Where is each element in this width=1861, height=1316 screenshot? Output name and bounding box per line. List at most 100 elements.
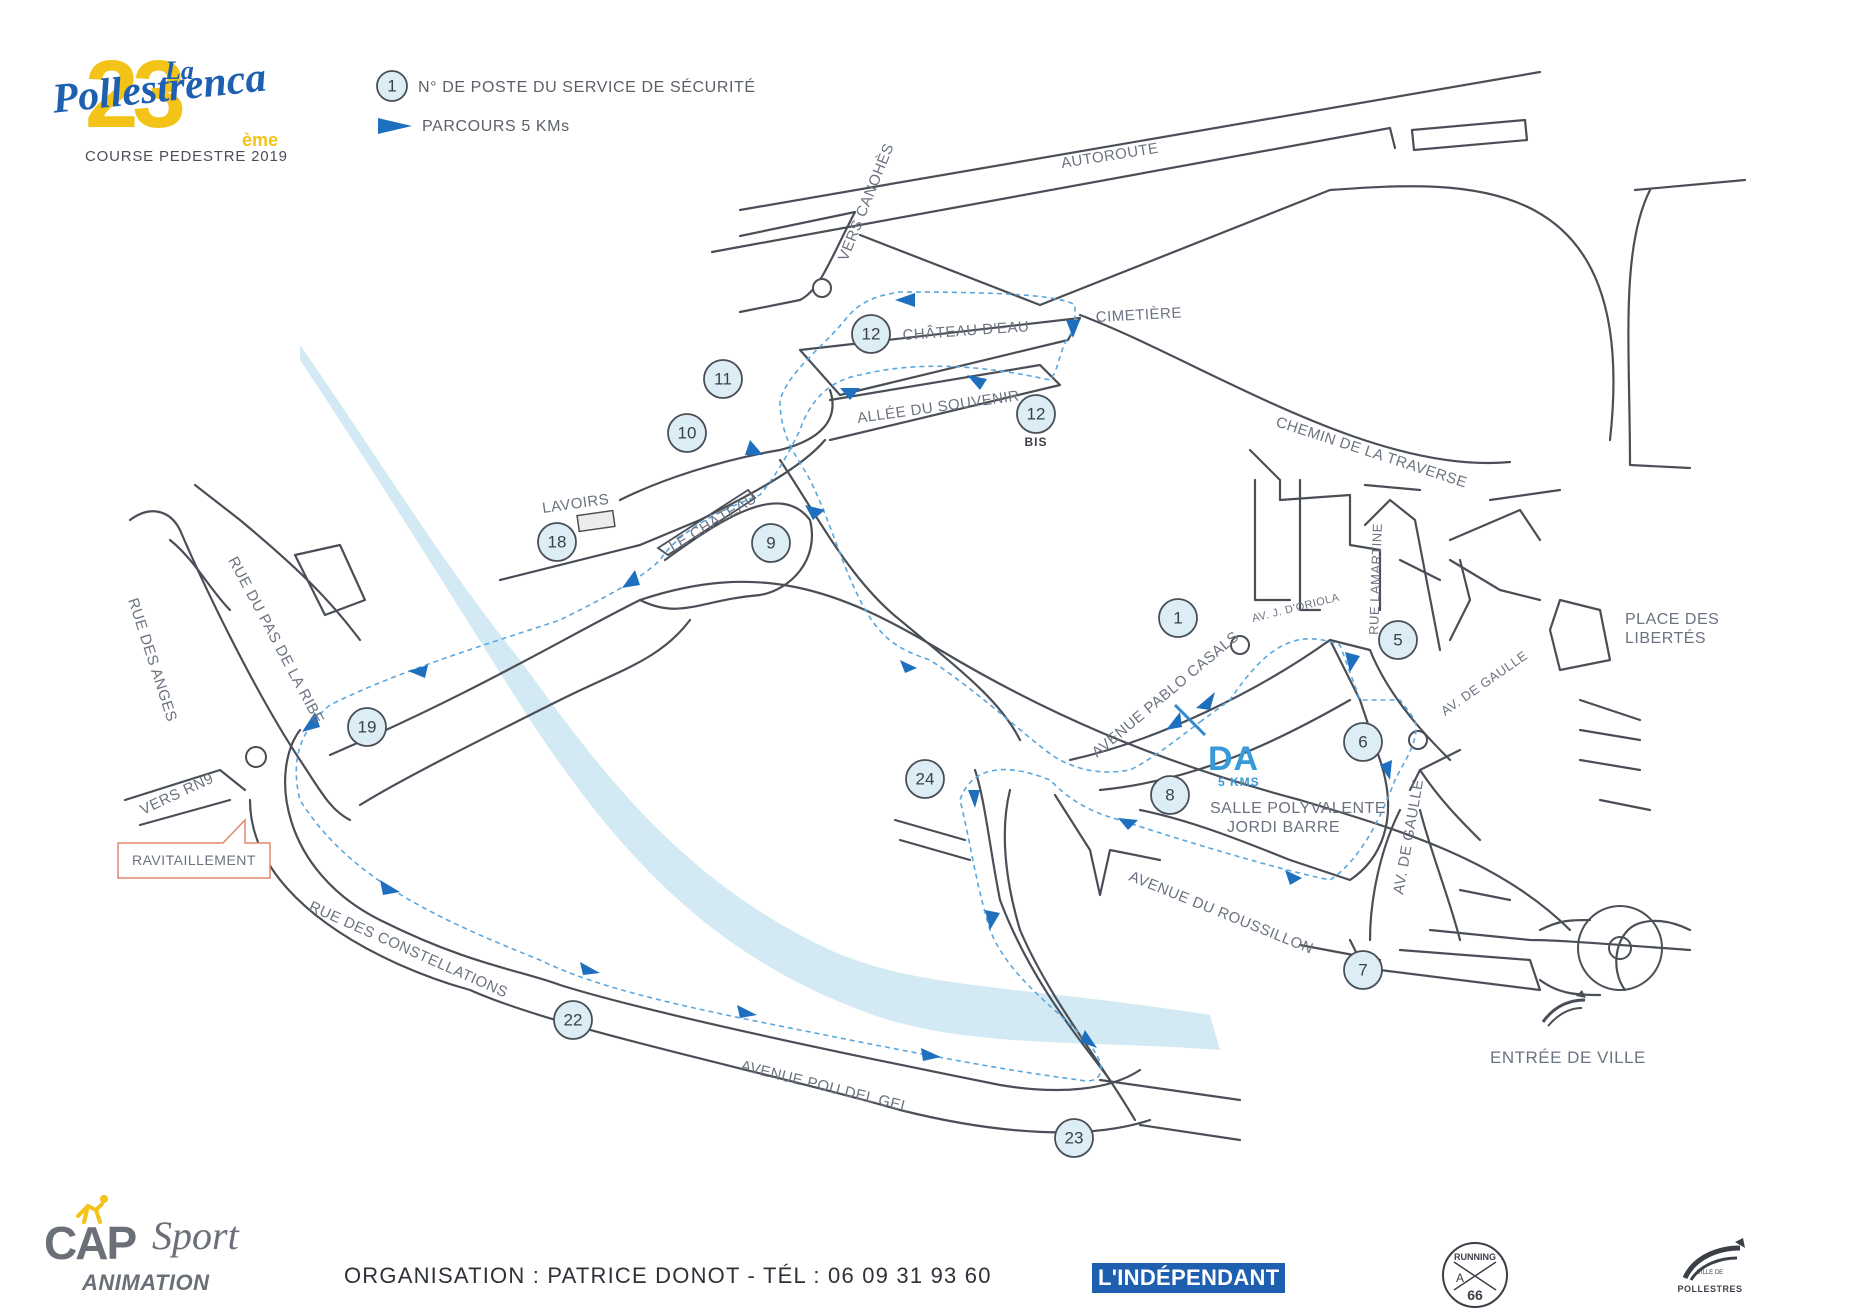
route-arrow [900,660,917,673]
security-post-number: 12 [862,325,881,344]
roundabout-entree-outer [1577,905,1663,991]
street-av-de-gaulle-lower: AV. DE GAULLE [1390,778,1427,896]
sport-logo-text: Sport [152,1213,239,1258]
security-post-11: 11 [703,359,743,399]
edition-ordinal: ème [242,130,279,150]
route-arrow [737,1005,757,1018]
legend-post-number: 1 [387,77,396,96]
cap-logo-text: CAP [44,1217,137,1269]
running-letter: A [1456,1271,1464,1285]
ville-de-text: VILLE DE [1697,1270,1723,1276]
route-arrow [1066,320,1080,338]
security-post-19: 19 [347,707,387,747]
security-post-number: 12 [1027,405,1046,424]
route-arrow [1380,760,1392,780]
street-avenue-pou-gel: AVENUE POU DEL GEL [739,1057,911,1115]
security-post-7: 7 [1343,950,1383,990]
street-labels: AUTOROUTE VERS CANOHÈS CHÂTEAU D'EAU CIM… [124,140,1719,1116]
route-arrow [302,712,320,732]
security-post-8: 8 [1150,775,1190,815]
event-title-la: La [165,56,194,85]
security-post-24: 24 [905,759,945,799]
security-post-number: 18 [548,533,567,552]
security-post-10: 10 [667,413,707,453]
ville-pollestres-logo: VILLE DE POLLESTRES [1665,1238,1755,1298]
security-post-number: 6 [1358,733,1367,752]
route-arrow [580,962,600,975]
route-arrow [408,665,428,678]
street-autoroute: AUTOROUTE [1060,140,1160,172]
route-arrow [921,1048,941,1061]
security-post-circle [553,1000,593,1040]
route-arrow [985,910,1000,930]
roundabout-canohes [812,278,832,298]
route-arrow [1166,712,1182,730]
start-label: DA [1208,740,1259,778]
security-post-number: 11 [714,370,732,389]
security-post-23: 23 [1054,1118,1094,1158]
running-text: RUNNING [1454,1252,1496,1262]
route-arrow [1285,870,1302,885]
security-post-number: 9 [766,534,775,553]
street-vers-rn9: VERS RN9 [138,770,217,819]
chateau-loop [656,488,757,557]
security-post-22: 22 [553,1000,593,1040]
legend-post-icon [376,70,408,102]
security-post-circle [851,314,891,354]
legend-post-label: N° DE POSTE DU SERVICE DE SÉCURITÉ [418,77,756,96]
route-arrow [967,375,987,390]
route-arrow [1345,652,1360,672]
entree-ville-logo-icon [1541,990,1586,1027]
entree-de-ville: ENTRÉE DE VILLE [1490,1048,1646,1067]
running-66-badge-icon: RUNNING A 66 [1442,1242,1508,1308]
street-rue-constellations: RUE DES CONSTELLATIONS [306,898,510,1001]
pollestres-text: POLLESTRES [1677,1284,1743,1294]
route-arrow [380,880,400,895]
security-post-circle [537,522,577,562]
security-post-circle [1016,394,1056,434]
route-arrow [622,570,640,588]
route-arrow [1196,692,1215,710]
street-avenue-roussillon: AVENUE DU ROUSSILLON [1127,868,1316,958]
security-post-number: 22 [564,1011,583,1030]
street-rue-lamartine: RUE LAMARTINE [1366,523,1385,635]
security-post-number: 1 [1173,609,1182,628]
security-post-circle [1054,1118,1094,1158]
security-post-number: 19 [358,718,377,737]
event-logo: 23 La Pollestrenca ème COURSE PEDESTRE 2… [50,41,310,168]
place-libertes-line2: LIBERTÉS [1625,628,1706,647]
security-post-number: 10 [678,424,697,443]
roundabout-de-gaulle [1408,730,1428,750]
running-66-logo: RUNNING A 66 [1440,1240,1510,1310]
security-post-number: 5 [1393,631,1402,650]
security-post-circle [667,413,707,453]
street-av-de-gaulle-upper: AV. DE GAULLE [1438,648,1530,719]
street-chateau-deau: CHÂTEAU D'EAU [902,318,1030,344]
lavoirs-building [576,509,616,533]
route-arrow [840,388,860,400]
security-post-circle [347,707,387,747]
security-post-12: 12 [851,314,891,354]
salle-polyvalente-line1: SALLE POLYVALENTE [1210,800,1386,817]
security-post-suffix: BIS [1024,435,1047,449]
salle-polyvalente-line2: JORDI BARRE [1227,819,1340,836]
security-post-number: 7 [1358,961,1367,980]
organisation-contact: ORGANISATION : PATRICE DONOT - TÉL : 06 … [344,1263,992,1288]
street-allee-souvenir: ALLÉE DU SOUVENIR [856,387,1020,427]
street-chemin-traverse: CHEMIN DE LA TRAVERSE [1274,414,1469,492]
security-post-6: 6 [1343,722,1383,762]
security-post-1: 1 [1158,598,1198,638]
security-post-circle [751,523,791,563]
route-arrows [302,293,1392,1061]
street-le-chateau: LE CHÂTEAU [666,490,760,556]
roundabout-rn9 [245,746,267,768]
start-distance: 5 KMS [1218,775,1260,789]
edition-number: 23 [85,41,186,148]
runner-icon [76,1195,108,1224]
ravitaillement-label: RAVITAILLEMENT [132,852,256,868]
ravitaillement-callout: RAVITAILLEMENT [117,818,271,879]
security-post-number: 24 [916,770,935,789]
